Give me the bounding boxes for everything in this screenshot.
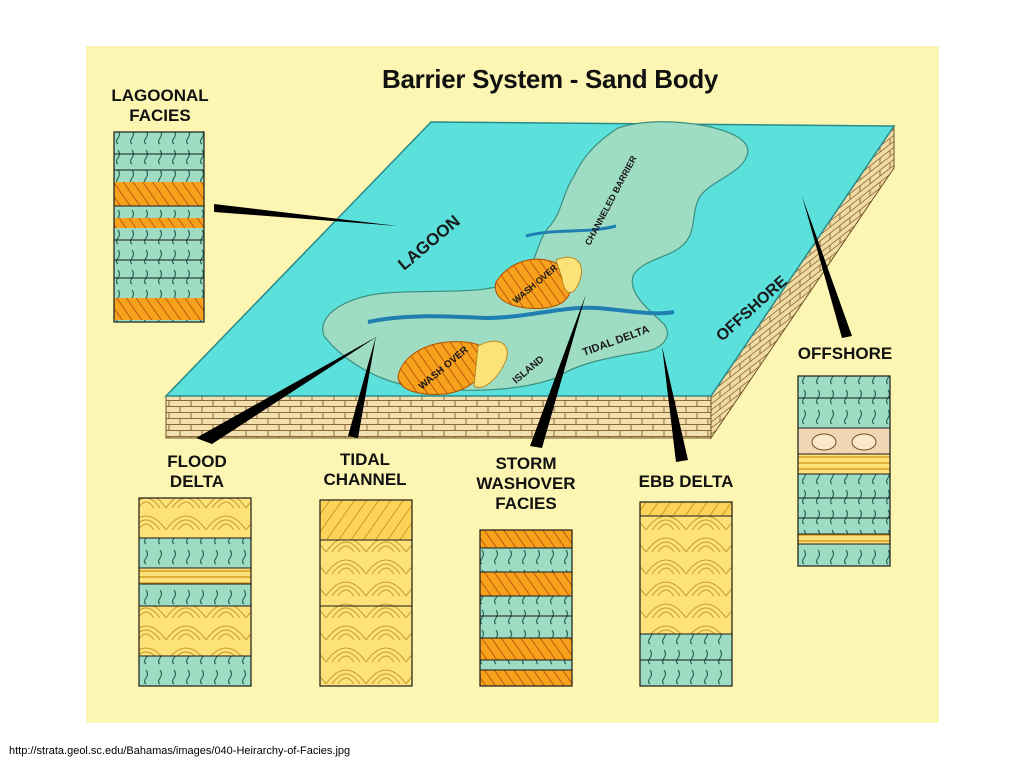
washover-sand-upper xyxy=(555,256,582,293)
label-offshore: OFFSHORE xyxy=(797,344,893,363)
leader-lagoonal xyxy=(214,204,398,226)
column-lagoonal xyxy=(113,131,205,323)
column-offshore xyxy=(797,375,891,567)
diagram-slide: LAGOON OFFSHORE CHANNELED BARRIER WASH O… xyxy=(86,46,939,723)
label-tidal-channel: TIDAL CHANNEL xyxy=(323,450,407,489)
block-model xyxy=(164,121,896,440)
leader-ebb-delta xyxy=(662,346,688,462)
leader-offshore xyxy=(802,196,852,338)
barrier-system-diagram: LAGOON OFFSHORE CHANNELED BARRIER WASH O… xyxy=(113,121,896,687)
leader-flood-delta xyxy=(196,336,378,444)
label-ebb-delta: EBB DELTA xyxy=(638,472,734,491)
washover-sand-lower xyxy=(473,340,508,388)
leader-storm-washover xyxy=(530,294,586,448)
diagram-title: Barrier System - Sand Body xyxy=(382,64,719,94)
leader-tidal-channel xyxy=(348,336,376,438)
label-flood-delta: FLOOD DELTA xyxy=(167,452,227,491)
barrier-channel-line xyxy=(525,224,617,238)
source-url: http://strata.geol.sc.edu/Bahamas/images… xyxy=(9,745,351,757)
column-flood-delta xyxy=(138,497,252,687)
label-lagoonal-facies: LAGOONAL FACIES xyxy=(111,86,209,125)
column-ebb-delta xyxy=(639,501,733,687)
tidal-channel-line xyxy=(367,305,675,324)
leader-lines xyxy=(196,196,852,462)
column-tidal-channel xyxy=(319,499,413,687)
label-storm-washover-facies: STORM WASHOVER FACIES xyxy=(476,454,576,513)
column-storm-washover xyxy=(479,529,573,687)
